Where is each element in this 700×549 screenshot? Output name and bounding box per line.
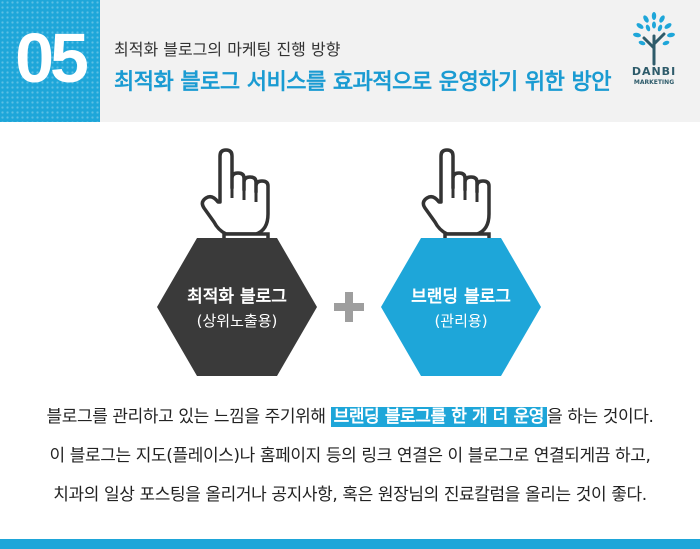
body-text: 블로그를 관리하고 있는 느낌을 주기위해 [46, 407, 331, 427]
branding-blog-block: 브랜딩 블로그 (관리용) [381, 238, 541, 376]
page-subtitle: 최적화 블로그의 마케팅 진행 방향 [114, 40, 341, 59]
body-line-2: 이 블로그는 지도(플레이스)나 홈페이지 등의 링크 연결은 이 블로그로 연… [49, 446, 651, 466]
tree-icon [633, 12, 675, 66]
block-subtitle: (상위노출용) [196, 312, 278, 330]
bottom-accent-bar [0, 539, 700, 549]
pointing-hand-icon [200, 148, 270, 246]
logo-name: DANBI [631, 65, 677, 78]
optimized-blog-block: 최적화 블로그 (상위노출용) [157, 238, 317, 376]
hexagon-shape [157, 238, 317, 376]
danbi-logo: DANBI MARKETING [626, 10, 682, 90]
hexagon-shape [381, 238, 541, 376]
block-title: 브랜딩 블로그 [411, 287, 511, 307]
header-band: 05 최적화 블로그의 마케팅 진행 방향 최적화 블로그 서비스를 효과적으로… [0, 0, 700, 122]
body-text: 을 하는 것이다. [547, 407, 654, 427]
plus-icon [334, 292, 364, 322]
body-line-3: 치과의 일상 포스팅을 올리거나 공지사항, 혹은 원장님의 진료칼럼을 올리는… [53, 485, 647, 505]
section-number-box: 05 [0, 0, 100, 122]
page-title: 최적화 블로그 서비스를 효과적으로 운영하기 위한 방안 [114, 70, 611, 95]
block-title: 최적화 블로그 [187, 287, 287, 307]
logo-tagline: MARKETING [633, 79, 675, 86]
section-number: 05 [15, 19, 89, 97]
pointing-hand-icon [421, 148, 491, 246]
block-subtitle: (관리용) [434, 312, 488, 330]
highlight-text: 브랜딩 블로그를 한 개 더 운영 [330, 407, 548, 427]
